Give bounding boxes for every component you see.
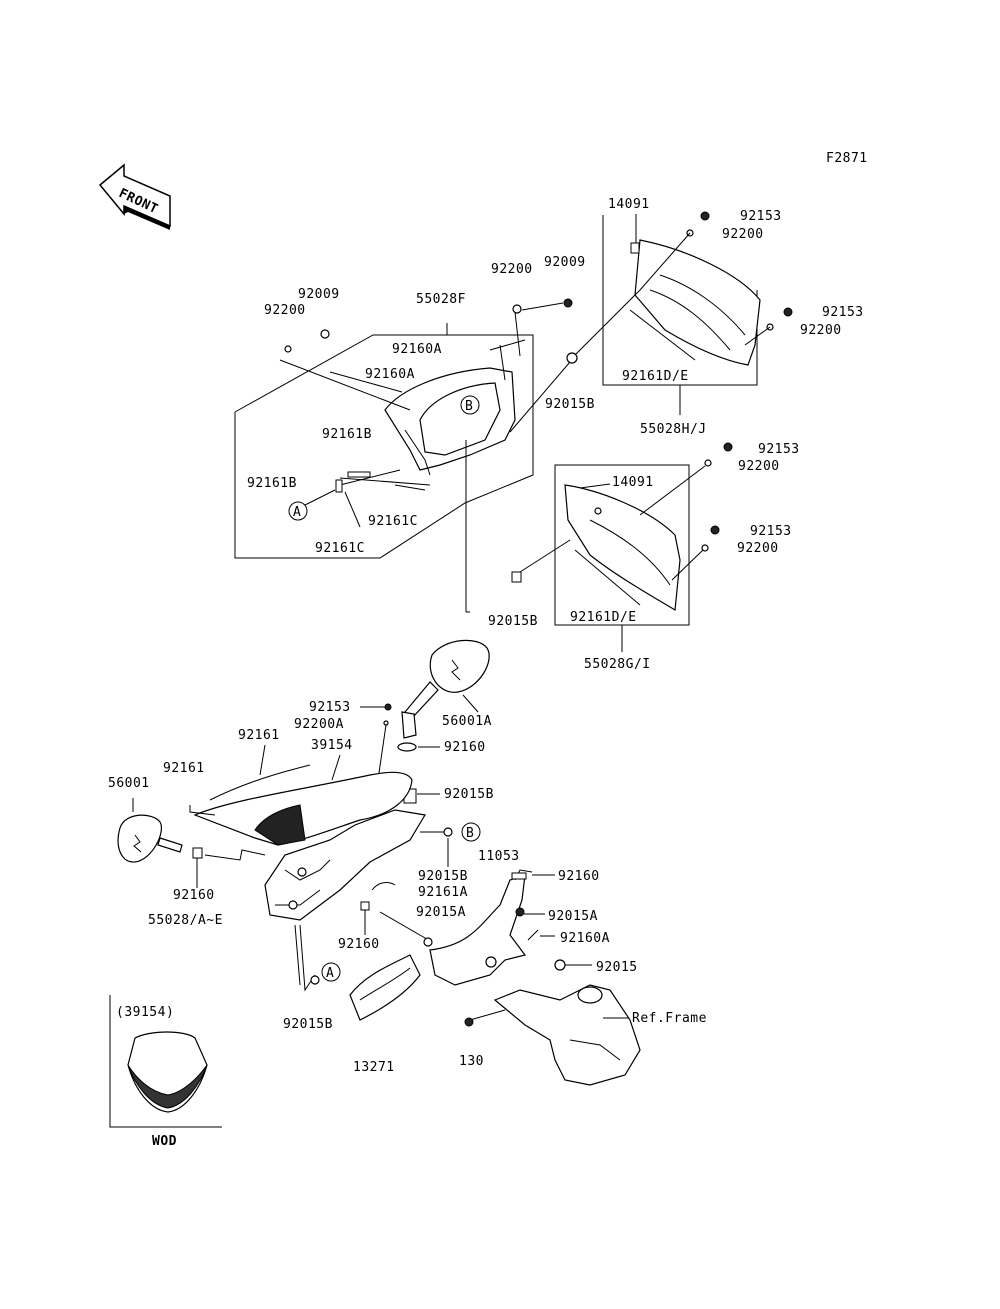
figure-id: F2871 bbox=[826, 151, 868, 166]
upper-cowl-group: B A bbox=[234, 298, 573, 613]
label-55028gi: 55028G/I bbox=[584, 657, 651, 672]
inset-39154 bbox=[109, 995, 222, 1128]
label-92015a-2: 92015A bbox=[548, 909, 598, 924]
label-92200-left: 92200 bbox=[264, 303, 306, 318]
label-92153-3: 92153 bbox=[758, 442, 800, 457]
label-55028ae: 55028/A~E bbox=[148, 913, 223, 928]
label-92161a: 92161A bbox=[418, 885, 468, 900]
label-14091-mid: 14091 bbox=[612, 475, 654, 490]
label-92200a: 92200A bbox=[294, 717, 344, 732]
label-92153-4: 92153 bbox=[750, 524, 792, 539]
label-130: 130 bbox=[459, 1054, 484, 1069]
label-92160-1: 92160 bbox=[444, 740, 486, 755]
label-92200-3: 92200 bbox=[738, 459, 780, 474]
label-92160-3: 92160 bbox=[173, 888, 215, 903]
inset-caption: WOD bbox=[152, 1134, 177, 1149]
middle-panel-group bbox=[511, 442, 733, 652]
label-92153-1: 92153 bbox=[740, 209, 782, 224]
callout-a-top: A bbox=[293, 505, 301, 520]
label-56001a: 56001A bbox=[442, 714, 492, 729]
callout-b-top: B bbox=[465, 399, 473, 414]
label-92160-2: 92160 bbox=[558, 869, 600, 884]
label-92015a-1: 92015A bbox=[416, 905, 466, 920]
label-92161c-1: 92161C bbox=[368, 514, 418, 529]
label-92009-top: 92009 bbox=[544, 255, 586, 270]
callout-a-bottom: A bbox=[326, 966, 334, 981]
label-92009-left: 92009 bbox=[298, 287, 340, 302]
label-92200-4: 92200 bbox=[737, 541, 779, 556]
label-11053: 11053 bbox=[478, 849, 520, 864]
label-ref-frame: Ref.Frame bbox=[632, 1011, 707, 1026]
label-55028f: 55028F bbox=[416, 292, 466, 307]
label-56001: 56001 bbox=[108, 776, 150, 791]
inset-part-ref: (39154) bbox=[116, 1005, 174, 1020]
front-arrow-icon: FRONT bbox=[98, 163, 171, 230]
label-92200-top: 92200 bbox=[491, 262, 533, 277]
label-92160-4: 92160 bbox=[338, 937, 380, 952]
label-92015b-5: 92015B bbox=[283, 1017, 333, 1032]
upper-right-panel-group bbox=[509, 211, 793, 433]
label-92160a-1: 92160A bbox=[392, 342, 442, 357]
label-92161de-mid: 92161D/E bbox=[570, 610, 637, 625]
label-92161de-top: 92161D/E bbox=[622, 369, 689, 384]
front-cowl-assembly: B A bbox=[117, 639, 641, 1086]
label-39154: 39154 bbox=[311, 738, 353, 753]
label-92015b-4: 92015B bbox=[418, 869, 468, 884]
label-55028hj: 55028H/J bbox=[640, 422, 707, 437]
label-92200-1: 92200 bbox=[722, 227, 764, 242]
label-92015b-3: 92015B bbox=[444, 787, 494, 802]
callout-b-bottom: B bbox=[466, 826, 474, 841]
label-92153-2: 92153 bbox=[822, 305, 864, 320]
label-92160a-3: 92160A bbox=[560, 931, 610, 946]
label-92160a-2: 92160A bbox=[365, 367, 415, 382]
label-92153-5: 92153 bbox=[309, 700, 351, 715]
label-92161c-2: 92161C bbox=[315, 541, 365, 556]
label-13271: 13271 bbox=[353, 1060, 395, 1075]
label-92161-1: 92161 bbox=[238, 728, 280, 743]
label-92200-2: 92200 bbox=[800, 323, 842, 338]
label-92161b-1: 92161B bbox=[322, 427, 372, 442]
label-92015: 92015 bbox=[596, 960, 638, 975]
label-92015b-2: 92015B bbox=[488, 614, 538, 629]
label-92161b-2: 92161B bbox=[247, 476, 297, 491]
label-14091-top: 14091 bbox=[608, 197, 650, 212]
label-92161-2: 92161 bbox=[163, 761, 205, 776]
label-92015b-1: 92015B bbox=[545, 397, 595, 412]
